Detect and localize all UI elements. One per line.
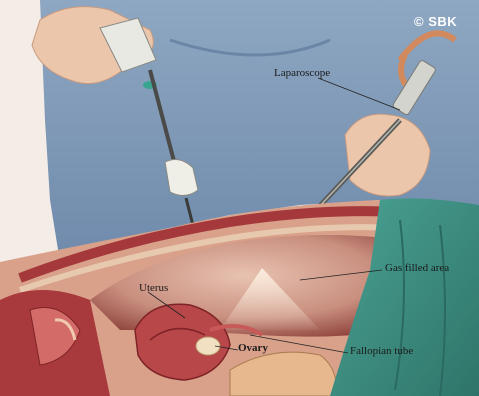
label-uterus: Uterus [139,282,168,294]
copyright-credit: © SBK [414,14,457,29]
label-laparoscope: Laparoscope [274,67,330,79]
label-ovary: Ovary [238,342,268,354]
label-gas-filled-area: Gas filled area [385,262,449,274]
label-fallopian-tube: Fallopian tube [350,345,413,357]
